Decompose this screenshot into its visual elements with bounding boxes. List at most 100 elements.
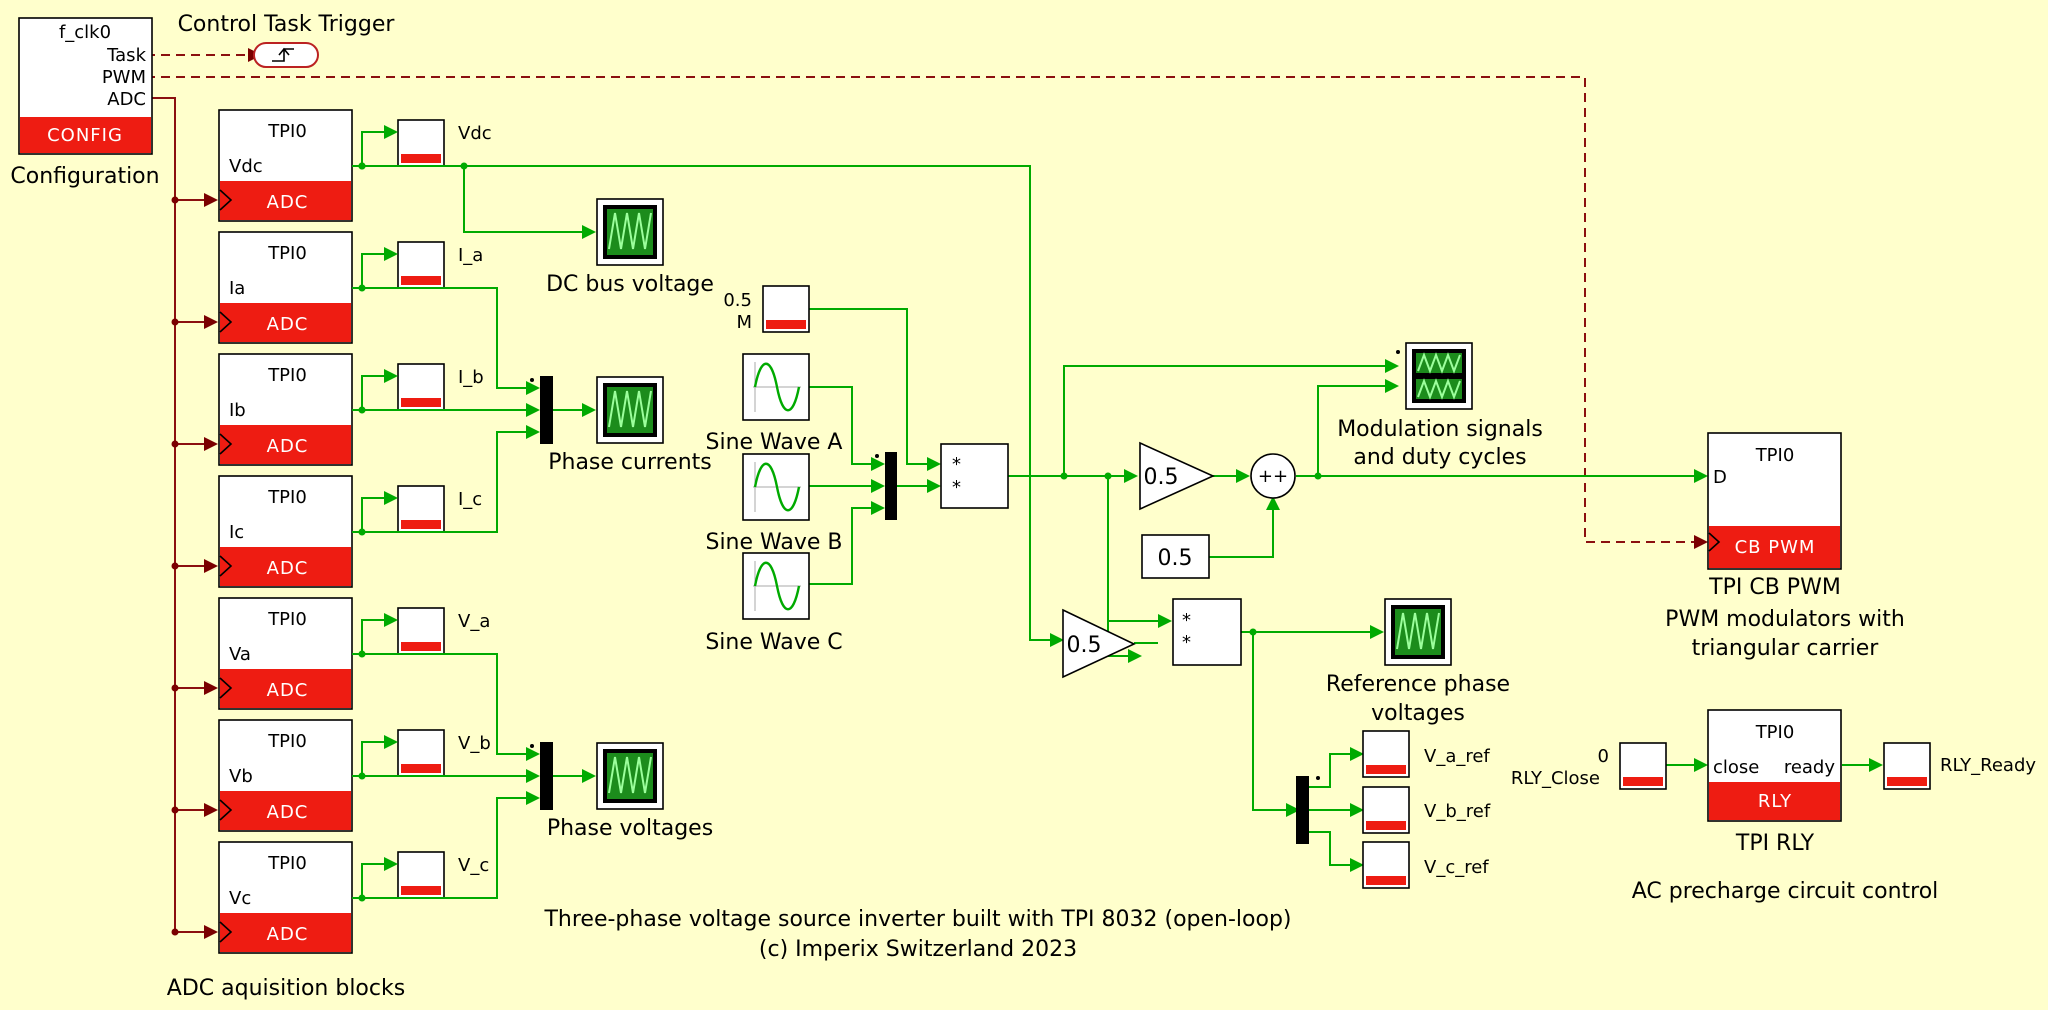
adc-probe[interactable] <box>397 485 445 533</box>
rly-close-constant[interactable] <box>1619 742 1667 790</box>
rly-ready-probe[interactable] <box>1883 742 1931 790</box>
trigger-caption: Control Task Trigger <box>178 12 396 37</box>
rly-close-name: RLY_Close <box>1511 768 1600 789</box>
adc-probe-label: Vdc <box>458 123 492 144</box>
adc-tag: ADC <box>267 680 309 701</box>
phase-currents-scope[interactable] <box>596 376 664 444</box>
ref-probe-c[interactable] <box>1362 841 1410 889</box>
adc-probe-label: V_b <box>458 733 491 754</box>
adc-probe[interactable] <box>397 363 445 411</box>
dc-bus-caption: DC bus voltage <box>546 272 714 297</box>
adc-probe[interactable] <box>397 607 445 655</box>
adc-port-label: Vb <box>229 766 253 787</box>
adc-probe-label: V_a <box>458 611 490 632</box>
adc-probe-label: I_c <box>458 489 482 510</box>
ia-mux-wire <box>362 287 526 389</box>
adc-caption: ADC aquisition blocks <box>167 976 405 1001</box>
gain-lower[interactable]: 0.5 <box>1062 608 1136 679</box>
gain-lower-value: 0.5 <box>1067 633 1102 658</box>
m-name: M <box>736 312 752 333</box>
sum-block[interactable]: ++ <box>1250 453 1296 499</box>
signal-wires <box>358 162 1883 899</box>
trigger-box <box>253 42 319 68</box>
footer-line-2: (c) Imperix Switzerland 2023 <box>759 937 1077 962</box>
m-constant[interactable] <box>762 285 810 333</box>
rly-ready-label: RLY_Ready <box>1940 755 2036 776</box>
phase-voltages-scope[interactable] <box>596 742 664 810</box>
voltages-mux[interactable] <box>540 742 553 810</box>
control-task-trigger[interactable] <box>253 42 319 68</box>
product-1[interactable]: * * <box>940 443 1009 509</box>
rly-header: TPI0 <box>1755 722 1795 743</box>
product2-a-wire <box>1107 480 1158 622</box>
pwm-caption-1: TPI CB PWM <box>1708 575 1841 600</box>
dc-bus-scope[interactable] <box>596 198 664 266</box>
adc-probe[interactable] <box>397 851 445 899</box>
sine-wave-a-label: Sine Wave A <box>706 430 843 455</box>
footer-line-1: Three-phase voltage source inverter buil… <box>543 907 1291 932</box>
ref-probe-a[interactable] <box>1362 730 1410 778</box>
adc-tag: ADC <box>267 558 309 579</box>
adc-clock-icon <box>219 555 233 577</box>
adc-probe-label: I_b <box>458 367 484 388</box>
offset-wire <box>1209 510 1274 558</box>
sine-mux[interactable] <box>885 452 897 520</box>
sine-wave-b[interactable] <box>741 452 811 522</box>
reference-scope[interactable] <box>1384 598 1452 666</box>
adc-clock-icon <box>219 189 233 211</box>
modulation-scope[interactable] <box>1405 342 1473 410</box>
product-2-sign-2: * <box>1182 632 1191 653</box>
vdc-wire <box>362 165 1050 641</box>
offset-constant-value: 0.5 <box>1158 546 1193 571</box>
ref-probe-c-label: V_c_ref <box>1424 857 1489 878</box>
ic-mux-wire <box>362 431 526 533</box>
product-2[interactable]: * * <box>1172 598 1242 666</box>
adc-probe[interactable] <box>397 119 445 167</box>
rly-caption-2: AC precharge circuit control <box>1632 879 1939 904</box>
adc-port-label: Ib <box>229 400 246 421</box>
pwm-header: TPI0 <box>1755 445 1795 466</box>
phase-currents-caption: Phase currents <box>548 450 712 475</box>
rising-edge-icon <box>272 47 294 62</box>
ref-demux[interactable] <box>1296 776 1309 844</box>
adc-clock-icon <box>219 433 233 455</box>
sine-a-wire <box>809 386 871 465</box>
adc-tag: ADC <box>267 802 309 823</box>
pwm-clock-arrow <box>1694 535 1708 549</box>
sine-wave-c-label: Sine Wave C <box>705 630 842 655</box>
sine-wave-c[interactable] <box>741 551 811 621</box>
adc-port-label: Vdc <box>229 156 263 177</box>
m-wire <box>809 308 927 465</box>
offset-constant[interactable]: 0.5 <box>1141 534 1210 579</box>
rly-caption-1: TPI RLY <box>1735 831 1815 856</box>
ref-probe-a-label: V_a_ref <box>1424 746 1490 767</box>
currents-mux[interactable] <box>540 376 553 444</box>
ref-probe-b[interactable] <box>1362 786 1410 834</box>
sine-wave-a[interactable] <box>741 352 811 422</box>
pwm-block[interactable]: TPI0 D CB PWM <box>1707 432 1842 570</box>
va-mux-wire <box>362 653 526 755</box>
rly-block[interactable]: TPI0 close ready RLY <box>1707 709 1842 822</box>
reference-caption-2: voltages <box>1371 701 1465 726</box>
mod-scope-upper-wire <box>1063 365 1385 476</box>
rly-port-close: close <box>1713 757 1759 778</box>
adc-probe[interactable] <box>397 729 445 777</box>
gain-upper[interactable]: 0.5 <box>1139 441 1215 511</box>
adc-probe[interactable] <box>397 241 445 289</box>
adc-header: TPI0 <box>267 853 307 874</box>
ref-mux-wire <box>1252 632 1286 811</box>
config-block[interactable]: f_clk0 Task PWM ADC CONFIG <box>18 17 153 155</box>
rly-close-value: 0 <box>1598 746 1609 767</box>
dc-scope-arrow <box>582 225 596 239</box>
adc-probe-label: I_a <box>458 245 483 266</box>
m-value: 0.5 <box>723 290 752 311</box>
adc-port-label: Ia <box>229 278 245 299</box>
product-1-sign-1: * <box>952 454 961 475</box>
